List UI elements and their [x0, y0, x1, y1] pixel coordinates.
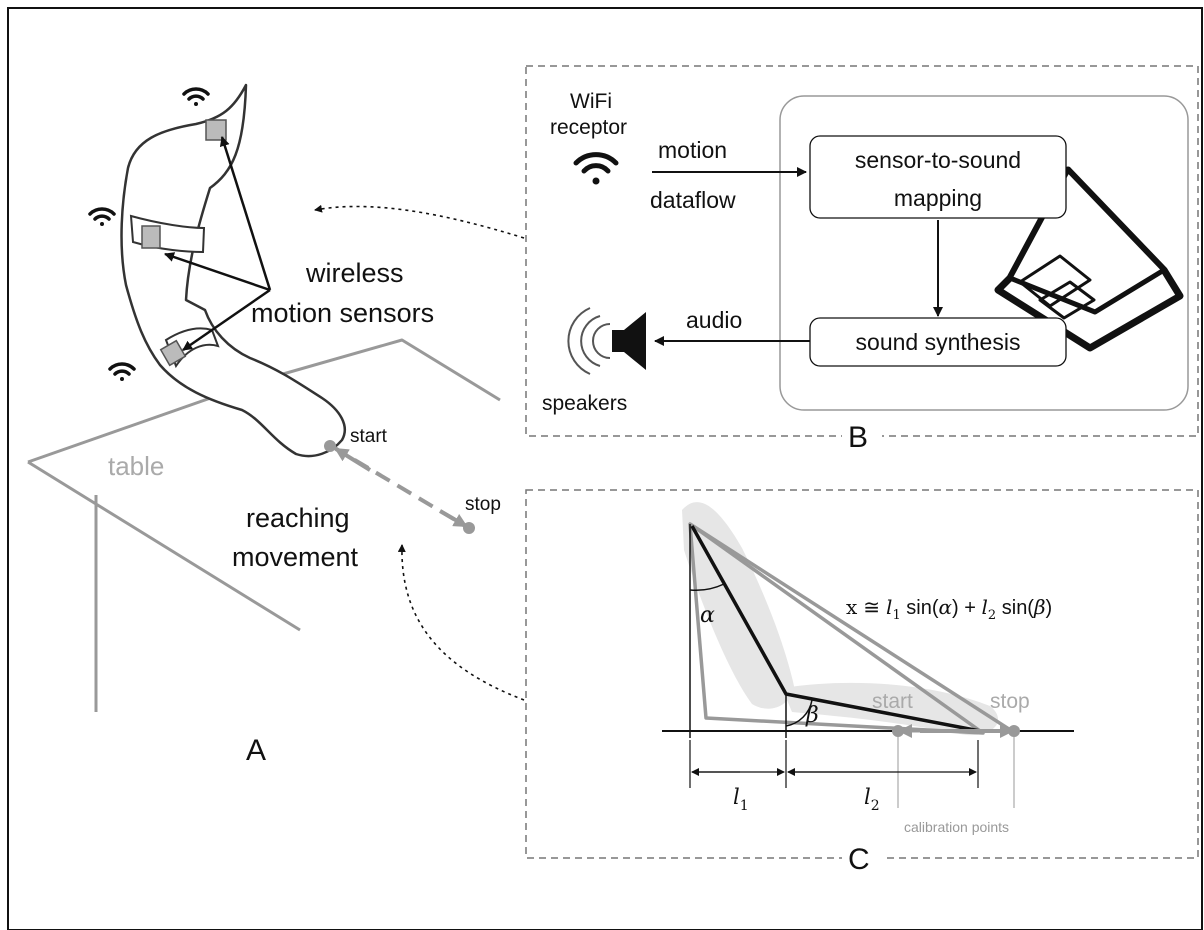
- stop-label-a: stop: [465, 494, 501, 515]
- start-label-c: start: [872, 690, 913, 713]
- movement-label-line2: movement: [232, 542, 359, 572]
- panel-b-label-bg: [842, 420, 882, 450]
- limb-shading-lower: [782, 682, 999, 736]
- wifi-receptor-icon: [573, 152, 619, 185]
- wifi-icon: [108, 362, 136, 381]
- dotted-connector-c-to-a: [397, 544, 525, 701]
- wifi-receptor-label-line1: WiFi: [570, 90, 612, 113]
- sensor-forearm: [159, 339, 187, 367]
- stop-posture-hyp: [689, 522, 1013, 733]
- wifi-icon: [88, 207, 116, 226]
- dataflow-label: dataflow: [650, 187, 736, 213]
- sensors-label-line2: motion sensors: [251, 298, 434, 328]
- stop-posture-outline: [688, 522, 985, 735]
- panel-b: B sensor-to-sound mapping sound synthesi…: [525, 65, 1199, 454]
- l2-label: l2: [864, 785, 880, 814]
- speakers-label: speakers: [542, 392, 627, 415]
- formula-sin-a: sin(: [901, 597, 939, 619]
- alpha-arc: [689, 583, 725, 592]
- panel-b-frame: [525, 65, 1199, 437]
- formula-beta: β: [1033, 595, 1046, 619]
- formula-approx: ≅: [863, 595, 880, 619]
- figure-border: [7, 7, 1203, 930]
- stop-label-c: stop: [990, 690, 1030, 713]
- calibration-start-point: [892, 725, 904, 737]
- formula-sin-b: sin(: [996, 597, 1034, 619]
- start-label-a: start: [350, 426, 388, 447]
- table-drawing: [27, 338, 501, 712]
- mapping-label-line2: mapping: [894, 185, 982, 211]
- dotted-connector-b-to-a: [314, 204, 525, 239]
- l1-subscript: 1: [740, 798, 749, 814]
- movement-label-line1: reaching: [246, 503, 350, 533]
- synthesis-label: sound synthesis: [856, 329, 1021, 355]
- panel-a-label: A: [246, 734, 266, 767]
- l2-subscript: 2: [871, 798, 880, 814]
- sensor-pointer-arrows: [164, 136, 272, 352]
- start-point: [324, 440, 336, 452]
- table-label: table: [108, 451, 164, 481]
- beta-arc: [785, 699, 813, 727]
- panel-c-label: C: [848, 843, 870, 876]
- formula-plus: ) +: [952, 597, 981, 619]
- l2-letter: l: [864, 785, 871, 809]
- formula-l2: l: [982, 595, 988, 619]
- stop-point: [463, 522, 475, 534]
- panel-c-frame: [525, 489, 1199, 859]
- reaching-fwd-arrow: [439, 509, 468, 528]
- reaching-back-arrow: [334, 447, 372, 472]
- sensors-label-line1: wireless: [305, 258, 404, 288]
- calibration-label: calibration points: [904, 819, 1009, 835]
- formula-l1: l: [886, 595, 892, 619]
- formula-sub2: 2: [988, 608, 996, 623]
- beta-label: β: [805, 703, 819, 728]
- panel-b-label: B: [848, 421, 868, 454]
- l1-letter: l: [733, 785, 740, 809]
- formula-close: ): [1046, 597, 1053, 619]
- calibration-stop-point: [1008, 725, 1020, 737]
- panel-c: C α β start stop calibration points: [525, 489, 1199, 876]
- alpha-label: α: [700, 603, 715, 628]
- formula-alpha: α: [939, 595, 953, 619]
- panel-c-label-bg: [842, 842, 882, 872]
- formula: x≅l1 sin(α) + l2 sin(β): [846, 595, 1052, 623]
- motion-label: motion: [658, 137, 727, 163]
- speaker-icon: [567, 307, 646, 375]
- start-posture-arm: [690, 525, 981, 733]
- mapping-box: [809, 135, 1067, 219]
- mapping-label-line1: sensor-to-sound: [855, 147, 1021, 173]
- sensor-shoulder: [205, 119, 227, 141]
- panel-a: table: [27, 83, 525, 767]
- wifi-receptor-label-line2: receptor: [550, 116, 627, 139]
- audio-label: audio: [686, 307, 742, 333]
- sensor-upper-arm: [141, 225, 161, 249]
- l1-label: l1: [733, 785, 749, 814]
- formula-x: x: [846, 595, 858, 619]
- formula-sub1: 1: [892, 608, 900, 623]
- wifi-icon: [182, 87, 210, 106]
- laptop-icon: [994, 166, 1184, 352]
